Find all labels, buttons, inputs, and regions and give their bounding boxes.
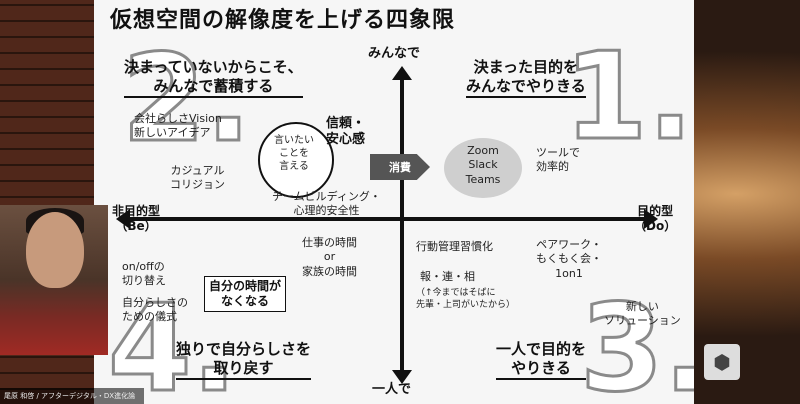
arrow-down-icon [392,370,412,384]
consume-arrow: 消費 [370,154,430,180]
cube-logo-icon: ⬢ [704,344,740,380]
slide-title: 仮想空間の解像度を上げる四象限 [110,8,456,33]
q2-circle-text: 言いたい ことを 言える [274,135,314,172]
vertical-axis [400,76,404,374]
q3-houren: 報・連・相 [420,270,475,283]
speaker-face [26,212,84,288]
q1-tools-note: ツールで 効率的 [536,146,580,174]
quadrant-number-3: 3. [578,280,694,404]
q3-heading: 一人で目的を やりきる [496,340,587,380]
arrow-left-icon [116,209,130,229]
q3-solution: 新しい ソリューション [604,300,681,328]
q2-circle [258,122,334,198]
q2-team: チームビルディング・ 心理的安全性 [272,190,381,218]
q4-own-time: 自分の時間が なくなる [204,276,287,312]
tools-circle [444,138,522,198]
axis-label-right: 目的型 （Do） [634,204,677,233]
q4-ritual: 自分らしさの ための儀式 [122,296,188,324]
q2-casual: カジュアル コリジョン [170,164,225,192]
presentation-slide: 仮想空間の解像度を上げる四象限 2. 1. 4. 3. みんなで 一人で 非目的… [94,0,694,404]
axis-label-bottom: 一人で [372,382,412,397]
arrow-up-icon [392,66,412,80]
q1-heading: 決まった目的を みんなでやりきる [466,58,586,98]
arrow-right-icon [644,209,658,229]
q4-time: 仕事の時間 or 家族の時間 [302,236,357,278]
axis-label-left: 非目的型 （Be） [112,204,161,233]
axis-label-top: みんなで [368,46,421,61]
q4-heading: 独りで自分らしさを 取り戻す [176,340,312,380]
quadrant-number-1: 1. [562,28,694,167]
q1-tools: Zoom Slack Teams [465,144,501,186]
q2-heading: 決まっていないからこそ、 みんなで蓄積する [124,58,303,98]
horizontal-axis [130,217,644,221]
q2-trust: 信頼・ 安心感 [326,116,366,148]
q2-vision: 会社らしさVision 新しいアイデア [134,112,222,140]
q3-pair: ペアワーク・ もくもく会・ 1on1 [536,238,602,280]
q3-houren-note: （↑今まではそばに 先輩・上司がいたから） [416,288,516,310]
q4-onoff: on/offの 切り替え [122,260,166,288]
q3-habit: 行動管理習慣化 [416,240,493,253]
speaker-name: 尾原 和啓 / アフターデジタル・DX進化論 [0,388,144,404]
quadrant-number-2: 2. [120,30,252,169]
